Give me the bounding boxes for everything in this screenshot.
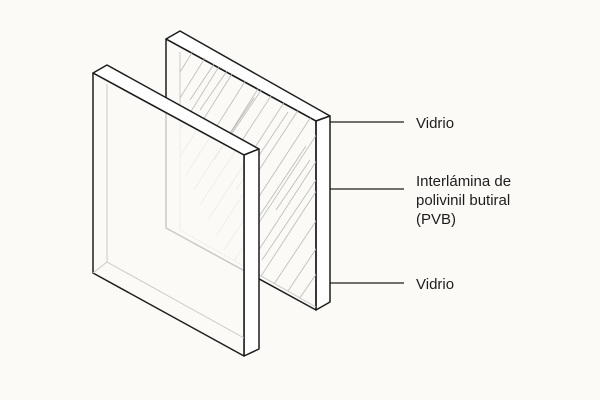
front-pane-face <box>92 72 245 357</box>
label-glass-top: Vidrio <box>416 115 455 132</box>
label-pvb-line-3: (PVB) <box>416 211 457 228</box>
front-pane-side-edge <box>243 148 260 357</box>
label-glass-bottom: Vidrio <box>416 276 455 293</box>
callout-leaders <box>330 121 404 284</box>
label-pvb-interlayer: Interlámina de polivinil butiral (PVB) <box>416 172 511 229</box>
back-pane-side-edge <box>315 115 331 311</box>
label-pvb-line-1: Interlámina de <box>416 173 512 190</box>
label-pvb-line-2: polivinil butiral <box>416 192 511 209</box>
front-glass-pane <box>92 64 260 357</box>
